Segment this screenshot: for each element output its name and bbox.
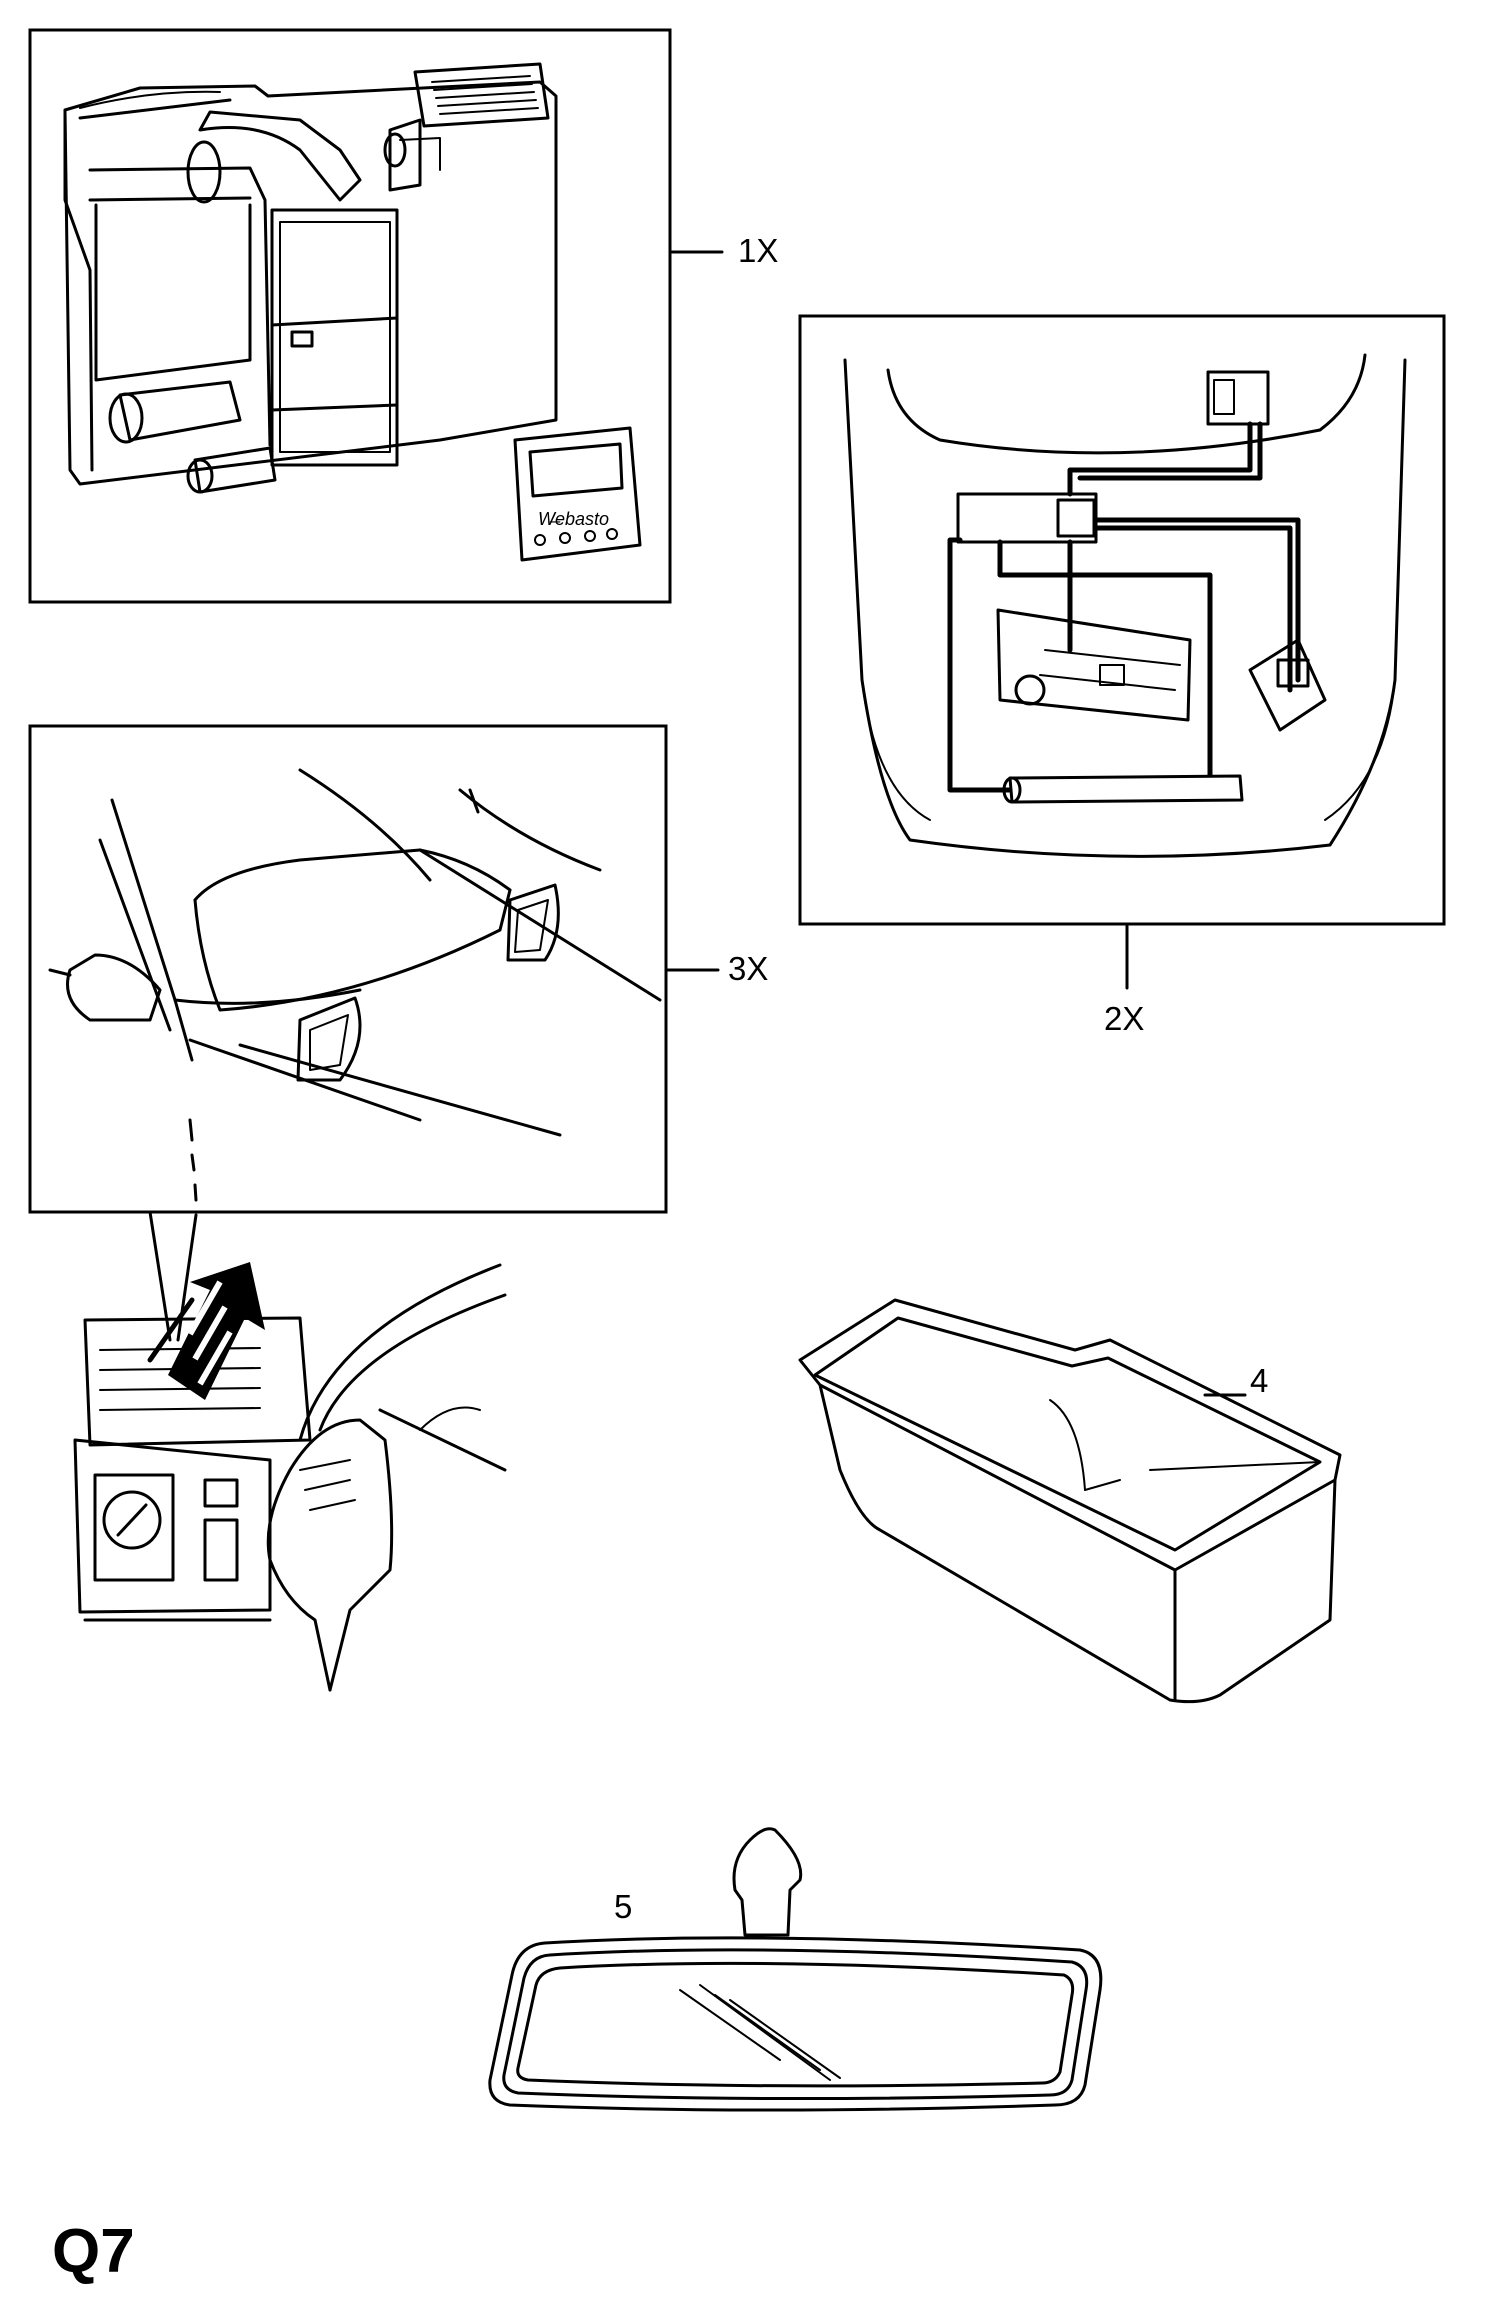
heater-unit-illustration [63, 62, 558, 494]
callout-label-4: 4 [1250, 1362, 1268, 1399]
rearview-mirror-illustration [488, 1827, 1103, 2112]
callout-label-3: 3X [728, 950, 768, 987]
panel-frame-2 [798, 314, 1446, 926]
callout-label-2: 2X [1104, 1000, 1144, 1037]
storage-tray-illustration [798, 1298, 1342, 1704]
heater-unit-panel: W̶ebasto 1X [28, 28, 778, 604]
dashboard-airflow-illustration [73, 1210, 507, 1692]
callout-label-5: 5 [614, 1888, 632, 1925]
svg-text:W̶ebasto: W̶ebasto [538, 509, 609, 529]
windscreen-vent-illustration [48, 768, 662, 1202]
engine-bay-panel: 2X [798, 314, 1446, 1037]
panel-frame-3 [28, 724, 668, 1214]
control-timer-device: W̶ebasto [513, 426, 642, 562]
windscreen-vent-panel: 3X [28, 724, 768, 1214]
engine-bay-illustration [843, 353, 1407, 858]
callout-label-1: 1X [738, 232, 778, 269]
panel-frame-1 [28, 28, 672, 604]
page-code: Q7 [52, 2217, 135, 2286]
